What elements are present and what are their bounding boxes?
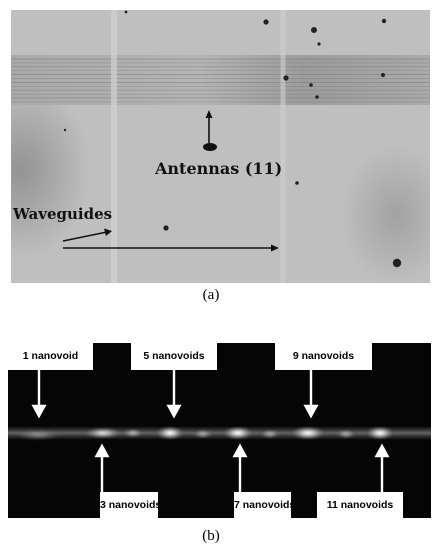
arrow-1-nanovoid (31, 370, 47, 419)
nanovoid-glows (16, 426, 394, 441)
arrow-7-nanovoids (232, 443, 248, 492)
waveguide-arrow-long (63, 244, 279, 252)
caption-a: (a) (202, 287, 220, 303)
label-3-nanovoids: 3 nanovoids (100, 492, 161, 518)
micrograph-panel-a: Antennas (11) Waveguides (11, 10, 430, 283)
waveguides-label: Waveguides (12, 205, 112, 223)
arrow-3-nanovoids (94, 443, 110, 492)
nanovoid-panel-b (8, 343, 431, 518)
antenna-pointer-arrow (203, 110, 217, 151)
shadow-right (341, 145, 430, 283)
arrow-9-nanovoids (303, 370, 319, 419)
shadow-left (11, 80, 91, 260)
debris-dots (63, 10, 402, 268)
arrow-5-nanovoids (166, 370, 182, 419)
label-5-nanovoids: 5 nanovoids (131, 343, 217, 369)
antenna-band (11, 55, 430, 105)
label-1-nanovoid: 1 nanovoid (8, 343, 93, 369)
arrow-11-nanovoids (374, 443, 390, 492)
label-9-nanovoids: 9 nanovoids (275, 343, 372, 369)
caption-b: (b) (202, 528, 220, 544)
label-7-nanovoids: 7 nanovoids (234, 492, 295, 518)
waveguide-arrow-short (62, 228, 112, 242)
antenna-band-lines (11, 58, 430, 103)
antennas-label: Antennas (11) (154, 159, 282, 178)
label-11-nanovoids: 11 nanovoids (317, 492, 403, 518)
